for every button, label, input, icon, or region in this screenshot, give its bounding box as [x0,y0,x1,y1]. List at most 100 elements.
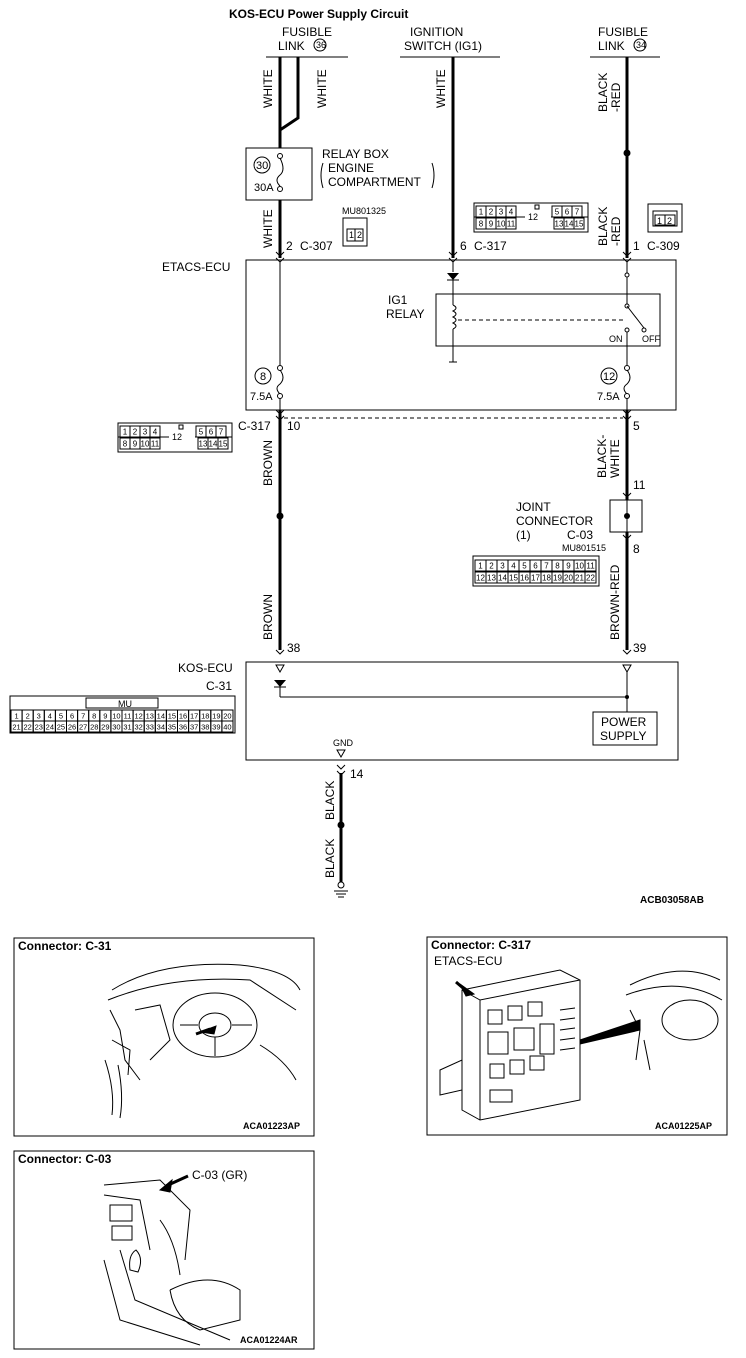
joint-top-terminal [622,492,632,498]
connector-pin-number: 26 [68,723,76,732]
joint-part: MU801515 [562,543,606,553]
connector-pin-number: 3 [499,208,504,217]
connector-pin-number: 5 [555,208,560,217]
connector-pin-number: 3 [143,428,148,437]
connector-pin-number: 13 [146,712,154,721]
connector-pin-number: 13 [487,574,496,583]
kos-gnd-terminal [336,749,346,759]
panel-c317: Connector: C-317 ETACS-ECU ACA01225AP [426,936,728,1136]
etacs-ecu: ETACS-ECU IG1 RELAY ON OFF 8 7.5A 12 [162,259,677,411]
kos-pin-39: 39 [633,641,647,655]
connector-cell [584,559,597,572]
fuse12-number: 12 [603,371,615,383]
fuse8-element [276,369,284,395]
connector-pin-number: 7 [219,428,224,437]
relay-box-paren-right [431,162,435,189]
brown-splice [276,512,284,520]
c307-part-number: MU801325 [342,206,386,216]
c03-console-illustration [103,1179,241,1346]
connector-pin-number: 9 [566,562,571,571]
panel-c03-callout: C-03 (GR) [192,1168,247,1182]
connector-cell [215,425,227,438]
connector-pin-number: 9 [489,220,494,229]
ig1-relay-line2: RELAY [386,307,424,321]
connector-pin-number: 15 [168,712,176,721]
connector-pin-number: 23 [35,723,43,732]
connector-pin-number: 8 [555,562,560,571]
wire-label-white-3: WHITE [261,209,275,248]
right-wire-run: 1 C-309 [622,57,680,650]
power-supply-line1: POWER [601,715,647,729]
connector-pin-number: 21 [12,723,20,732]
fuse8-terminal-top [277,365,283,371]
fuse30-rating: 30A [254,182,274,194]
connector-pin-number: 4 [509,208,514,217]
connector-pin-number: 10 [141,440,150,449]
connector-pin-number: 16 [520,574,529,583]
c309-pin-2: 2 [667,216,672,226]
connector-pin-number: 7 [81,712,85,721]
connector-pin-number: 34 [157,723,165,732]
ignition-line2: SWITCH (IG1) [404,39,482,53]
c31-face-tag: MU [118,699,132,709]
connector-pin-number: 1 [478,562,483,571]
connector-pin-number: 13 [555,220,564,229]
kos-conn: C-31 [206,679,232,693]
connector-cell [505,217,517,230]
c307-pin-2: 2 [357,230,362,240]
c317-pin-6: 6 [460,239,467,253]
connector-pin-number: 38 [201,723,209,732]
connector-pin-number: 8 [123,440,128,449]
c307-cell-2 [354,228,364,242]
wire-label-black-2: BLACK [596,207,610,246]
panel-c317-frame [426,936,728,1136]
fl36-number-circle [313,38,327,52]
connector-pin-number: 9 [133,440,138,449]
connector-pin-number: 5 [59,712,63,721]
connector-pin-number: 37 [190,723,198,732]
connector-cell [571,205,583,218]
connector-pin-number: 6 [209,428,214,437]
connector-pin-number: 14 [565,220,574,229]
kos-38-terminal [275,664,285,674]
c307-pin: 2 [286,239,293,253]
connector-pin-number: 19 [553,574,562,583]
connector-cell [584,571,597,584]
wire-label-white-1: WHITE [261,69,275,108]
connector-pin-number: 18 [542,574,551,583]
panel-c03: Connector: C-03 C-03 (GR) ACA01224AR [13,1150,315,1350]
connector-pin-number: 19 [212,712,220,721]
fuse12-number-circle [600,367,618,385]
kos-bus-junction [625,695,629,699]
connector-pin-number: 16 [179,712,187,721]
panel-c317-sub: ETACS-ECU [434,954,502,968]
c317-pin-5: 5 [633,419,640,433]
panel-c31-code: ACA01223AP [243,1121,300,1131]
connector-pin-number: 36 [179,723,187,732]
fuse8-number: 8 [260,371,266,383]
connector-pin-number: 2 [133,428,138,437]
c317-5-terminal-mark [622,409,632,421]
c309-pin-1: 1 [657,216,662,226]
connector-pin-number: 6 [533,562,538,571]
white-wire-split [278,57,300,133]
kos-38-terminal-top [275,649,285,655]
c307-face [342,217,368,247]
wire-label-black-ground-1: BLACK [323,781,337,820]
wire-label-brown-red: BROWN-RED [608,564,622,640]
connector-pin-number: 35 [168,723,176,732]
panel-c317-code: ACA01225AP [655,1121,712,1131]
kos-ecu: KOS-ECU C-31 38 39 POWER SUPPLY GND 14 M… [9,641,679,781]
kos-diode [274,680,286,687]
relay-box-frame [245,147,313,201]
fuse12-terminal-top [624,365,630,371]
relay-contact-blade [626,305,645,329]
connector-pin-number: 10 [112,712,120,721]
connector-pin-number: 5 [522,562,527,571]
wire-label-brown-1: BROWN [261,440,275,486]
kos-39-terminal [622,664,632,674]
